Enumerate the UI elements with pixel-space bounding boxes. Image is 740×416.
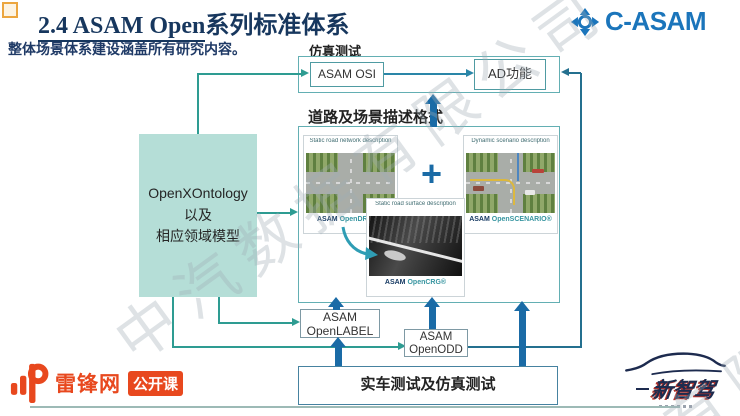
openlabel-line1: ASAM — [322, 310, 357, 324]
opendrive-label: ASAM OpenDRIVE® — [306, 216, 395, 223]
leiphone-name: 雷锋网 — [55, 373, 121, 396]
openodd-box: ASAM OpenODD — [404, 329, 468, 357]
footer-rule — [30, 406, 680, 408]
corner-marker — [2, 2, 18, 18]
casam-logo: C-ASAM — [570, 6, 707, 37]
opendrive-caption: Static road network description — [309, 138, 392, 144]
opencrg-brand: ASAM — [384, 279, 406, 286]
car-outline-icon — [625, 352, 726, 376]
subtitle: 整体场景体系建设涵盖所有研究内容。 — [8, 41, 246, 57]
opendrive-name: OpenDRIVE® — [339, 216, 385, 223]
openodd-line2: OpenODD — [409, 344, 463, 357]
ad-function-box: AD功能 — [474, 59, 546, 90]
openscenario-name: OpenSCENARIO® — [491, 216, 552, 223]
opencrg-caption: Static road surface description — [375, 201, 456, 207]
xinzhijia-name: 新智驾 — [650, 379, 717, 402]
leiphone-icon — [10, 363, 49, 403]
leiphone-badge: 公开课 — [128, 370, 184, 396]
opencrg-name: OpenCRG® — [407, 279, 447, 286]
scene-group-label: 道路及场景描述格式 — [308, 109, 444, 126]
page-title-english: 2.4 ASAM Open — [38, 13, 206, 42]
opencrg-image — [369, 216, 462, 276]
ontology-line3: 相应领域模型 — [156, 228, 240, 245]
real-test-box: 实车测试及仿真测试 — [298, 366, 558, 405]
openscenario-card: Dynamic scenario description ASAM OpenSC… — [463, 135, 558, 234]
page-title-chinese: 系列标准体系 — [205, 12, 350, 39]
openodd-line1: ASAM — [419, 331, 453, 343]
casam-logo-text: C-ASAM — [605, 6, 707, 36]
sim-group-label: 仿真测试 — [309, 44, 362, 59]
openscenario-image — [466, 153, 555, 213]
opencrg-label: ASAM OpenCRG® — [369, 279, 462, 286]
opencrg-card: Static road surface description ASAM Ope… — [366, 198, 465, 297]
opendrive-card: Static road network description ASAM Ope… — [303, 135, 398, 234]
arrow-opendrive-to-opencrg — [341, 226, 378, 260]
opendrive-brand: ASAM — [316, 216, 338, 223]
ontology-box: OpenXOntology 以及 相应领域模型 — [139, 134, 257, 297]
ontology-line1: OpenXOntology — [148, 184, 248, 201]
asam-osi-box: ASAM OSI — [310, 62, 384, 87]
openscenario-caption: Dynamic scenario description — [471, 138, 550, 144]
plus-sign: + — [421, 153, 443, 194]
page-title: 2.4 ASAM Open系列标准体系 — [38, 5, 350, 42]
ontology-line2: 以及 — [184, 206, 212, 223]
leiphone-logo: 雷锋网 公开课 — [10, 362, 184, 404]
openlabel-line2: OpenLABEL — [306, 323, 374, 338]
casam-compass-icon — [570, 7, 600, 36]
openlabel-box: ASAM OpenLABEL — [300, 309, 380, 338]
xinzhijia-logo: 新智驾 — [618, 350, 733, 408]
openscenario-label: ASAM OpenSCENARIO® — [466, 216, 555, 223]
openscenario-brand: ASAM — [469, 216, 490, 223]
xinzhijia-dash — [636, 388, 649, 390]
